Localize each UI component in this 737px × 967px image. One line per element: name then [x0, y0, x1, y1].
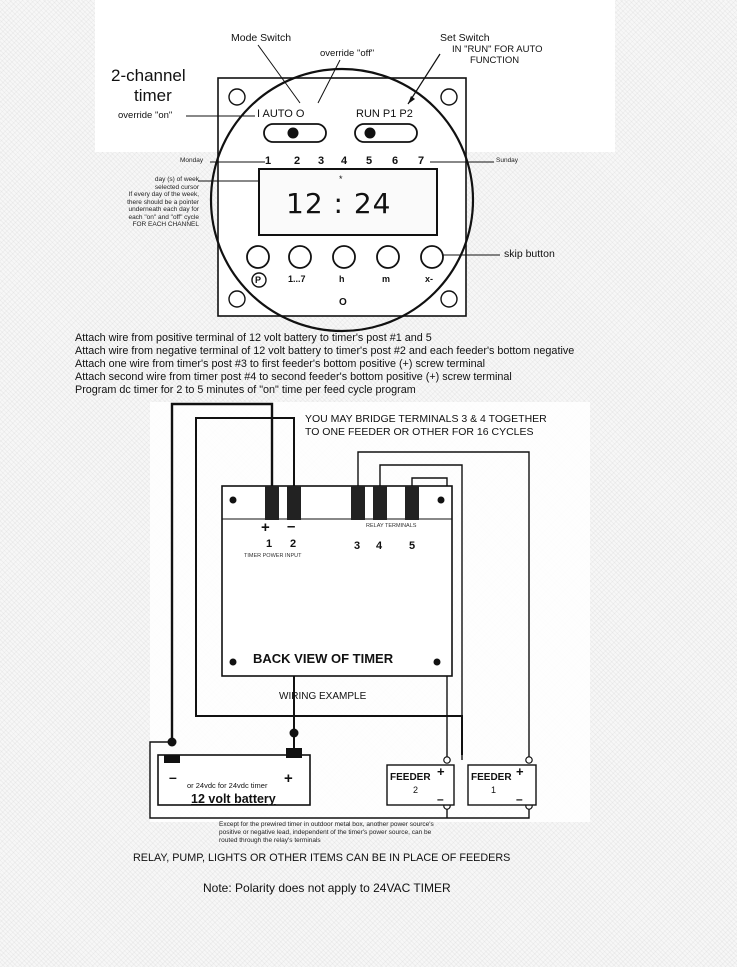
- wiring-example-label: WIRING EXAMPLE: [279, 691, 367, 702]
- timer-title-line1: 2-channel: [111, 66, 186, 85]
- terminal-2-label: 2: [290, 538, 297, 550]
- day-cursor-mark: *: [339, 174, 343, 184]
- terminal-post-2: [287, 486, 301, 520]
- day-7: 7: [418, 155, 425, 167]
- day-4: 4: [341, 155, 348, 167]
- terminal-post-3: [351, 486, 365, 520]
- screw-hole-tr: [440, 88, 458, 106]
- button-label-days: 1...7: [288, 274, 306, 284]
- mode-switch-knob: [287, 127, 299, 139]
- timer-title-line2: timer: [134, 86, 172, 105]
- set-switch-label: Set Switch: [440, 32, 490, 44]
- feeder-1-plus: +: [516, 764, 524, 779]
- lcd-display: [258, 168, 438, 236]
- day-3: 3: [318, 155, 325, 167]
- override-on-label: override "on": [118, 110, 173, 121]
- instruction-5: Program dc timer for 2 to 5 minutes of "…: [75, 384, 416, 396]
- feeder-1-minus: –: [516, 792, 523, 806]
- battery-minus: –: [169, 769, 177, 785]
- feeder-1-number: 1: [491, 785, 497, 795]
- mode-positions: I AUTO O: [257, 108, 305, 120]
- wire-battery-pos: [170, 402, 274, 742]
- monday-label: Monday: [180, 157, 204, 164]
- display-time: 12 : 24: [286, 187, 392, 220]
- feeder-2-plus: +: [437, 764, 445, 779]
- button-label-p: P: [255, 275, 262, 285]
- button-label-skip: x-: [425, 274, 434, 284]
- feeder-1-name: FEEDER: [471, 772, 512, 783]
- polarity-note: Note: Polarity does not apply to 24VAC T…: [203, 881, 451, 895]
- skip-button-label: skip button: [504, 248, 555, 260]
- screw-hole-tl: [228, 88, 246, 106]
- button-1: [246, 245, 270, 269]
- instruction-1: Attach wire from positive terminal of 12…: [75, 332, 432, 344]
- mode-switch-label: Mode Switch: [231, 32, 292, 44]
- p-button-ring: [251, 272, 267, 288]
- terminal-post-4: [373, 486, 387, 520]
- instruction-2: Attach wire from negative terminal of 12…: [75, 345, 575, 357]
- feeder-2-number: 2: [413, 785, 419, 795]
- instruction-4: Attach second wire from timer post #4 to…: [75, 371, 512, 383]
- terminal-5-label: 5: [409, 540, 416, 552]
- plus-sign: +: [261, 519, 270, 536]
- sunday-label: Sunday: [496, 157, 519, 164]
- terminal-post-1: [265, 486, 279, 520]
- terminal-post-5: [405, 486, 419, 520]
- feeder-2: [386, 764, 455, 806]
- day-cursor-note: day (s) of week selected cursor If every…: [127, 176, 199, 228]
- button-label-h: h: [339, 274, 345, 284]
- wire-terminal-4: [379, 464, 463, 760]
- set-positions: RUN P1 P2: [356, 108, 413, 120]
- terminal-3-label: 3: [354, 540, 361, 552]
- button-label-m: m: [382, 274, 391, 284]
- terminal-4-label: 4: [376, 540, 383, 552]
- back-view-label: BACK VIEW OF TIMER: [253, 651, 394, 666]
- button-2: [288, 245, 312, 269]
- timer-power-input-label: TIMER POWER INPUT: [244, 553, 302, 559]
- relay-terminals-label: RELAY TERMINALS: [366, 523, 417, 529]
- day-2: 2: [294, 155, 301, 167]
- battery-label: 12 volt battery: [191, 792, 276, 806]
- set-switch: [354, 123, 418, 143]
- wire-terminal-3: [357, 451, 530, 760]
- terminal-1-label: 1: [266, 538, 273, 550]
- button-4: [376, 245, 400, 269]
- footnote-line2: positive or negative lead, independent o…: [219, 829, 432, 836]
- day-1: 1: [265, 155, 272, 167]
- feeder-2-minus: –: [437, 792, 444, 806]
- bottom-o-label: O: [339, 297, 347, 308]
- set-switch-knob: [364, 127, 376, 139]
- day-5: 5: [366, 155, 373, 167]
- set-note-line1: IN "RUN" FOR AUTO: [452, 44, 543, 55]
- button-3: [332, 245, 356, 269]
- day-6: 6: [392, 155, 399, 167]
- relay-note: RELAY, PUMP, LIGHTS OR OTHER ITEMS CAN B…: [133, 852, 511, 864]
- feeder-1: [467, 764, 537, 806]
- instruction-3: Attach one wire from timer's post #3 to …: [75, 358, 486, 370]
- battery-plus: +: [284, 770, 293, 787]
- set-note-line2: FUNCTION: [470, 55, 520, 66]
- bridge-note-line2: TO ONE FEEDER OR OTHER FOR 16 CYCLES: [305, 426, 534, 438]
- timer-dial: [209, 67, 475, 333]
- minus-sign: –: [287, 518, 296, 535]
- override-off-label: override "off": [320, 48, 375, 59]
- battery-sub-label: or 24vdc for 24vdc timer: [187, 781, 268, 790]
- footnote-line3: routed through the relay's terminals: [219, 837, 321, 844]
- skip-button: [420, 245, 444, 269]
- footnote-line1: Except for the prewired timer in outdoor…: [219, 821, 434, 828]
- bridge-note-line1: YOU MAY BRIDGE TERMINALS 3 & 4 TOGETHER: [305, 413, 547, 425]
- screw-hole-br: [440, 290, 458, 308]
- wire-negative-bus: [149, 741, 530, 819]
- feeder-2-name: FEEDER: [390, 772, 431, 783]
- screw-hole-bl: [228, 290, 246, 308]
- battery: [157, 754, 311, 806]
